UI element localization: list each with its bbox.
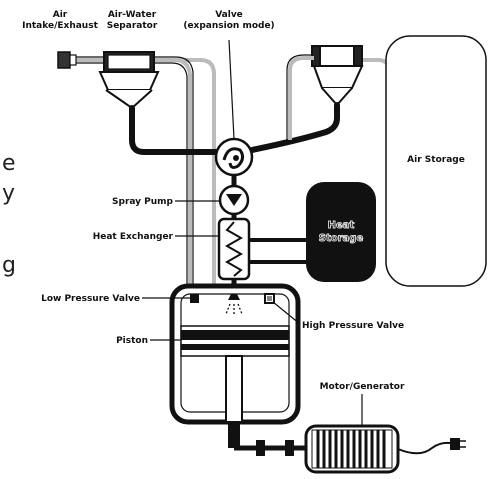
- valve-label-2: (expansion mode): [183, 21, 274, 31]
- high-pressure-valve-label: High Pressure Valve: [302, 321, 404, 331]
- shaft: [234, 440, 310, 456]
- valve-leader: [228, 39, 235, 140]
- spray-pump: [218, 184, 250, 216]
- heat-storage-tank: [306, 182, 376, 282]
- spray-pump-label: Spray Pump: [112, 197, 174, 207]
- cut-text-1: e: [2, 151, 16, 176]
- piston-label: Piston: [116, 336, 148, 346]
- air-intake-label-1: Air: [53, 10, 68, 20]
- separator-right: [311, 45, 364, 107]
- valve-label-1: Valve: [215, 10, 243, 20]
- heat-exchanger-label: Heat Exchanger: [93, 232, 174, 242]
- spray-nozzle: [225, 294, 243, 316]
- cut-text-3: g: [2, 253, 16, 278]
- separator-label-1: Air-Water: [108, 10, 157, 20]
- pipe-outlines: [74, 56, 194, 290]
- heat-exchanger: [217, 217, 251, 281]
- return-pipe: [288, 56, 314, 140]
- high-pressure-leader: [272, 301, 301, 325]
- plug-icon: [450, 438, 466, 450]
- piston-rod: [225, 355, 243, 423]
- air-storage-tank: [385, 35, 487, 287]
- heat-storage-label-2: Storage: [319, 233, 364, 244]
- air-intake-label-2: Intake/Exhaust: [22, 21, 98, 31]
- dark-pipes: [129, 102, 340, 155]
- cut-text-2: y: [2, 181, 15, 206]
- motor-generator: [304, 424, 400, 474]
- separator-label-2: Separator: [107, 21, 158, 31]
- valve: [214, 137, 254, 177]
- air-intake-nozzle: [57, 51, 77, 69]
- piston: [180, 325, 290, 357]
- motor-generator-label: Motor/Generator: [320, 382, 405, 392]
- air-storage-label: Air Storage: [407, 155, 465, 165]
- separator-left: [98, 51, 160, 110]
- low-pressure-valve: [190, 294, 199, 303]
- heat-storage-label-1: Heat: [328, 220, 355, 231]
- heat-pipes: [249, 238, 306, 264]
- low-pressure-valve-label: Low Pressure Valve: [41, 294, 140, 304]
- power-cord: [397, 441, 451, 455]
